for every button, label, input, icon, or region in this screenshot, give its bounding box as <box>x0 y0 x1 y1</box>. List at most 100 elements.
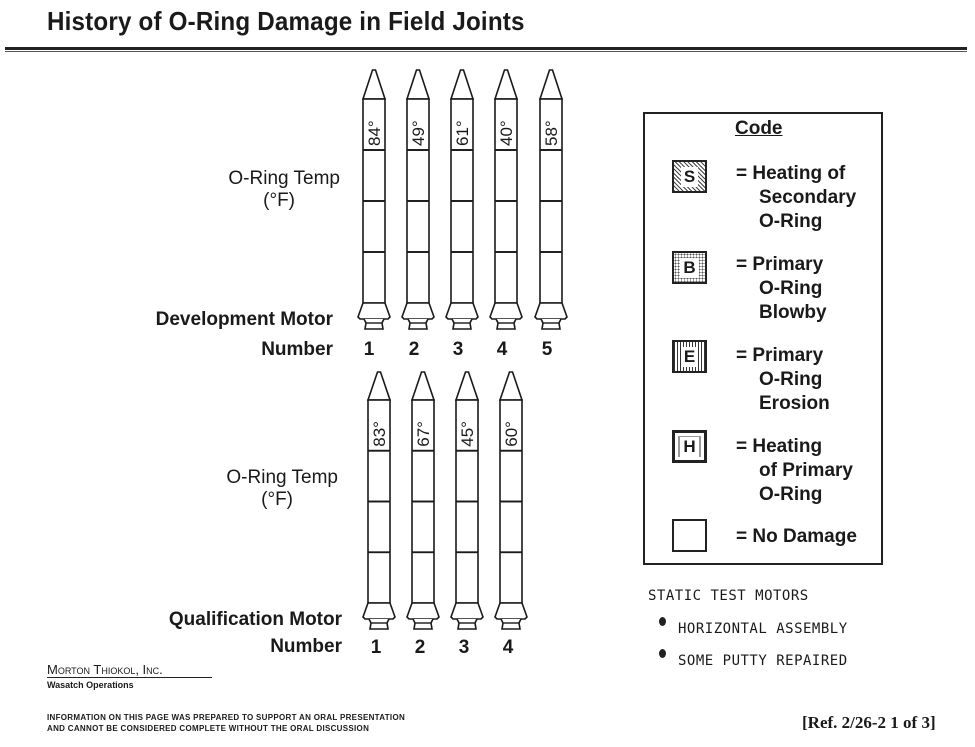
swatch-code: H <box>680 436 699 457</box>
vertical-hatch-swatch-icon: E <box>672 340 707 373</box>
swatch-code: E <box>680 346 699 367</box>
joint-segment-none <box>369 553 389 602</box>
nozzle <box>456 618 478 630</box>
joint-segment-none <box>369 451 389 501</box>
legend-heading: Code <box>735 118 783 139</box>
motor-number: 4 <box>502 637 514 658</box>
nozzle <box>407 318 429 330</box>
joint-segment-none <box>452 151 472 200</box>
legend-line: O-Ring <box>759 211 823 232</box>
motor-number: 2 <box>414 637 426 658</box>
swatch-code: S <box>680 166 699 187</box>
legend-box <box>643 112 883 565</box>
legend-text-primary-heating: = Heating of Primary O-Ring <box>736 435 853 507</box>
nozzle-skirt <box>494 602 528 620</box>
legend-line: = Primary <box>736 254 824 275</box>
legend-item-primary-heating: H <box>672 430 707 463</box>
joint-segment-none <box>413 553 433 602</box>
legend-line: O-Ring <box>759 278 823 299</box>
legend-line: = Heating of <box>736 163 846 184</box>
motor-temp-label: 83° <box>370 421 389 447</box>
qual-motor-label: Qualification Motor <box>168 609 342 630</box>
joint-segment-none <box>408 202 428 251</box>
joint-segment-none <box>541 151 561 200</box>
page-title: History of O-Ring Damage in Field Joints <box>47 6 525 36</box>
legend-text-secondary-heating: = Heating of Secondary O-Ring <box>736 162 856 234</box>
nose-cone <box>498 371 524 401</box>
division-name: Wasatch Operations <box>47 680 134 690</box>
joint-segment-none <box>496 253 516 302</box>
joint-segment-none <box>408 253 428 302</box>
legend-line: = Primary <box>736 345 824 366</box>
joint-segment-none <box>369 502 389 552</box>
legend-item-erosion: E <box>672 340 707 373</box>
dotted-border-swatch-icon: H <box>672 430 707 463</box>
motor-number: 1 <box>370 637 382 658</box>
dev-number-label: Number <box>261 339 333 360</box>
nozzle <box>500 618 522 630</box>
legend-line: O-Ring <box>759 369 823 390</box>
motor-number: 3 <box>458 637 470 658</box>
joint-segment-none <box>457 553 477 602</box>
note-item: HORIZONTAL ASSEMBLY <box>678 621 848 637</box>
dev-temp-label-unit: (°F) <box>263 190 295 211</box>
note-item: SOME PUTTY REPAIRED <box>678 653 848 669</box>
nose-cone <box>361 69 387 100</box>
notes-heading: STATIC TEST MOTORS <box>648 588 809 604</box>
dev-motor-label: Development Motor <box>155 309 333 330</box>
joint-segment-none <box>364 202 384 251</box>
qual-temp-label-line1: O-Ring Temp <box>226 467 338 488</box>
joint-segment-none <box>457 502 477 552</box>
joint-segment-none <box>501 553 521 602</box>
bullet-icon <box>659 649 666 658</box>
motor-temp-label: 61° <box>453 120 472 146</box>
legend-line: O-Ring <box>759 484 823 505</box>
nose-cone <box>493 69 519 100</box>
joint-segment-none <box>496 202 516 251</box>
qual-temp-label-unit: (°F) <box>261 489 293 510</box>
motor-temp-label: 67° <box>414 421 433 447</box>
nozzle-skirt <box>450 602 484 620</box>
joint-segment-none <box>413 502 433 552</box>
nozzle <box>412 618 434 630</box>
joint-segment-none <box>408 151 428 200</box>
title-rule <box>5 47 967 50</box>
company-name: Morton Thiokol, Inc. <box>47 662 212 678</box>
disclaimer: INFORMATION ON THIS PAGE WAS PREPARED TO… <box>47 712 405 734</box>
nozzle <box>368 618 390 630</box>
legend-line: Blowby <box>759 302 827 323</box>
legend-line: Secondary <box>759 187 857 208</box>
dotted-swatch-icon: B <box>672 251 707 284</box>
motor-number: 4 <box>496 339 508 360</box>
nozzle-skirt <box>362 602 396 620</box>
nozzle-skirt <box>401 302 435 320</box>
nozzle-skirt <box>406 602 440 620</box>
legend-text-blowby: = Primary O-Ring Blowby <box>736 253 827 325</box>
legend-item-no-damage <box>672 519 707 552</box>
nozzle <box>451 318 473 330</box>
joint-segment-none <box>501 502 521 552</box>
nose-cone <box>454 371 480 401</box>
motor-number: 2 <box>408 339 420 360</box>
joint-segment-none <box>501 451 521 501</box>
joint-segment-none <box>452 253 472 302</box>
legend-text-erosion: = Primary O-Ring Erosion <box>736 344 830 416</box>
joint-segment-none <box>541 202 561 251</box>
nozzle-skirt <box>445 302 479 320</box>
nozzle-skirt <box>534 302 568 320</box>
qual-temp-label: O-Ring Temp (°F) <box>150 467 338 511</box>
nose-cone <box>449 69 475 100</box>
legend-item-secondary-heating: S <box>672 160 707 193</box>
motor-temp-label: 60° <box>502 421 521 447</box>
dev-temp-label: O-Ring Temp (°F) <box>150 168 340 212</box>
bullet-icon <box>659 617 666 626</box>
joint-segment-none <box>541 253 561 302</box>
disclaimer-line2: AND CANNOT BE CONSIDERED COMPLETE WITHOU… <box>47 724 370 733</box>
qual-number-label: Number <box>270 636 342 657</box>
legend-text-no-damage: = No Damage <box>736 525 857 549</box>
joint-segment-none <box>364 151 384 200</box>
joint-segment-none <box>452 202 472 251</box>
nozzle-skirt <box>357 302 391 320</box>
legend-line: = No Damage <box>736 526 857 547</box>
